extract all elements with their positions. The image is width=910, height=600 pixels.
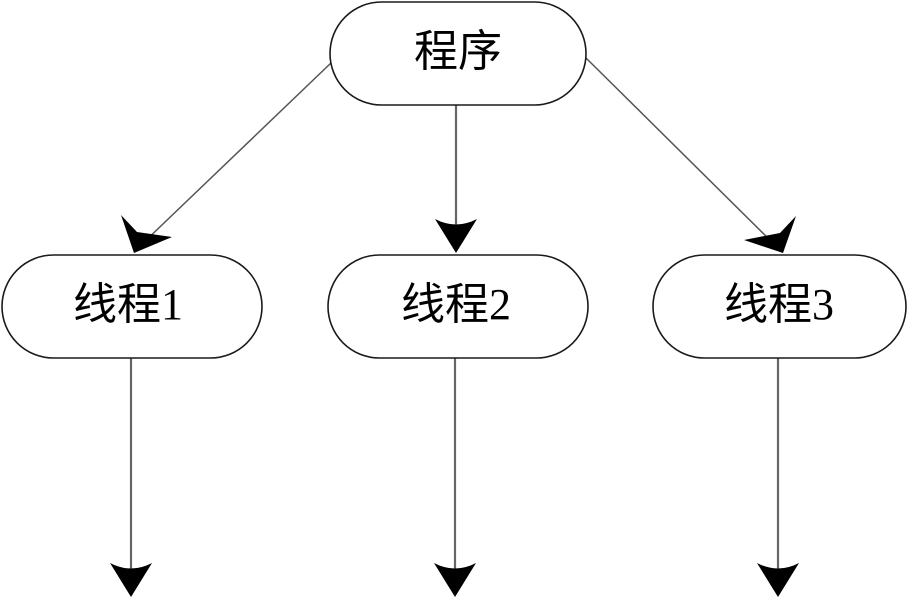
edge-line-program-thread1 <box>139 61 333 247</box>
node-thread1-label: 线程1 <box>73 280 183 329</box>
node-program[interactable]: 程序 <box>329 1 587 106</box>
arrow-head-program-thread3 <box>744 216 796 253</box>
node-thread1[interactable]: 线程1 <box>1 254 263 359</box>
edge-program-to-thread2 <box>435 105 477 253</box>
node-thread3[interactable]: 线程3 <box>652 254 907 359</box>
edge-thread1-continues <box>110 358 152 597</box>
node-thread2-label: 线程2 <box>401 280 511 329</box>
edge-thread2-continues <box>434 358 476 597</box>
edge-thread3-continues <box>757 358 799 597</box>
node-thread3-shape <box>652 254 907 359</box>
node-program-label: 程序 <box>414 27 502 76</box>
edge-program-to-thread1 <box>121 61 333 253</box>
arrow-head-thread2-down <box>434 563 476 597</box>
node-program-shape <box>329 1 587 106</box>
arrow-head-program-thread1 <box>121 215 172 253</box>
edge-line-program-thread3 <box>585 57 777 247</box>
node-thread3-label: 线程3 <box>724 280 834 329</box>
node-thread2-shape <box>327 254 589 359</box>
arrow-head-thread1-down <box>110 563 152 597</box>
edge-program-to-thread3 <box>585 57 796 253</box>
arrow-head-program-thread2 <box>435 219 477 253</box>
node-thread2[interactable]: 线程2 <box>327 254 589 359</box>
node-thread1-shape <box>1 254 263 359</box>
arrow-head-thread3-down <box>757 563 799 597</box>
